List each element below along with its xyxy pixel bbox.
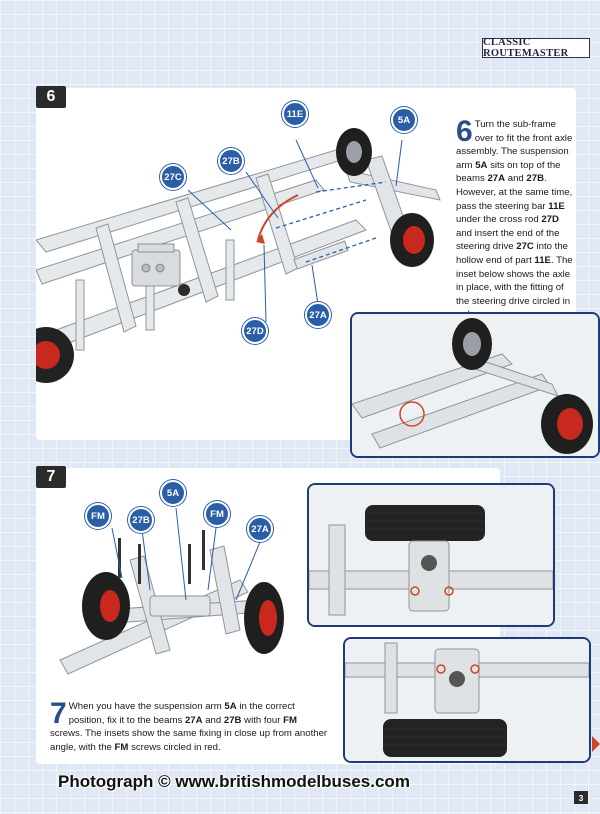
callout-fm-left: FM — [85, 503, 111, 529]
instruction-text: screws circled in red. — [128, 741, 221, 753]
part-reference: 27A — [487, 173, 506, 185]
part-reference: 27B — [223, 714, 242, 726]
part-reference: 27B — [526, 173, 545, 185]
callout-27c: 27C — [160, 164, 186, 190]
callout-27a: 27A — [247, 516, 273, 542]
inset-underside-illustration — [309, 485, 553, 625]
instruction-text: and — [505, 173, 527, 185]
part-reference: 5A — [475, 159, 488, 171]
step-6-dropcap: 6 — [456, 115, 473, 148]
step-6-badge: 6 — [36, 86, 66, 108]
step-6-text: Turn the sub-frame over to fit the front… — [456, 119, 573, 320]
step-7-text: When you have the suspension arm 5A in t… — [50, 701, 327, 753]
instruction-text: under the cross rod — [456, 214, 542, 226]
inset-underside-reverse-illustration — [345, 639, 589, 761]
callout-27b: 27B — [218, 148, 244, 174]
callout-27a: 27A — [305, 302, 331, 328]
step-7-dropcap: 7 — [50, 697, 67, 730]
part-reference: 11E — [534, 254, 551, 266]
instruction-text: in the correct position, fix it to the b… — [68, 701, 295, 726]
callout-fm-right: FM — [204, 501, 230, 527]
part-reference: FM — [283, 714, 297, 726]
step-7-instructions: 7 When you have the suspension arm 5A in… — [50, 697, 330, 754]
instruction-text: sits on top of the beams — [456, 159, 561, 185]
callout-11e: 11E — [282, 101, 308, 127]
step-6-chassis-illustration — [36, 128, 441, 383]
part-reference: FM — [114, 741, 129, 753]
instruction-text: When you have the suspension arm — [68, 701, 225, 712]
step-7-inset-photo-top — [307, 483, 555, 627]
callout-5a: 5A — [160, 480, 186, 506]
instruction-text: screws. The insets show the same fixing … — [50, 728, 328, 753]
step-7-axle-illustration — [59, 507, 284, 675]
instruction-text: and — [202, 714, 224, 726]
inset-axle-illustration — [352, 314, 598, 456]
part-reference: 27A — [184, 714, 203, 726]
part-reference: 27C — [516, 241, 534, 253]
instruction-text: . However, at the same time, pass the st… — [456, 173, 573, 212]
page-number: 3 — [574, 791, 588, 804]
series-tag: CLASSIC ROUTEMASTER — [482, 37, 590, 59]
instruction-text: into the hollow end of part — [456, 241, 569, 266]
callout-27b: 27B — [128, 507, 154, 533]
part-reference: 27D — [541, 214, 559, 226]
step-6-instructions: 6 Turn the sub-frame over to fit the fro… — [456, 115, 576, 322]
part-reference: 11E — [548, 200, 565, 212]
step-6-inset-photo — [350, 312, 600, 458]
part-reference: 5A — [224, 701, 237, 712]
step-7-badge: 7 — [36, 466, 66, 488]
instruction-text: with four — [241, 714, 284, 726]
instruction-text: Turn the sub-frame over to fit the front… — [456, 119, 573, 171]
next-page-arrow-icon — [592, 736, 600, 752]
photo-credit: Photograph © www.britishmodelbuses.com — [58, 772, 410, 791]
callout-5a: 5A — [391, 107, 417, 133]
instruction-text: and insert the end of the steering drive — [456, 227, 560, 253]
callout-27d: 27D — [242, 318, 268, 344]
step-7-inset-photo-bottom — [343, 637, 591, 763]
